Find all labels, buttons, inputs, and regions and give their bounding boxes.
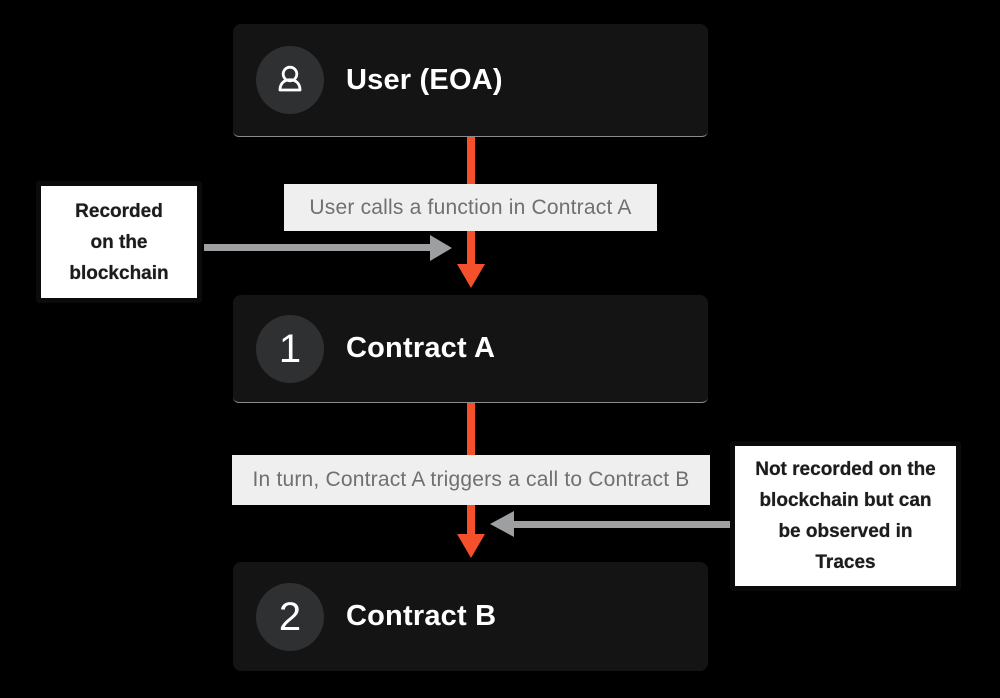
contract-a-node-label: Contract A bbox=[346, 332, 496, 364]
avatar bbox=[256, 46, 324, 114]
annotation-recorded-on-chain: Recorded on the blockchain bbox=[36, 181, 202, 303]
annotation-line: blockchain but can bbox=[759, 490, 932, 511]
edge-label-user-call: User calls a function in Contract A bbox=[284, 184, 657, 231]
step-number: 2 bbox=[278, 594, 302, 639]
arrow-left-icon bbox=[490, 511, 514, 537]
annotation-line: blockchain bbox=[69, 262, 169, 284]
step-number-badge: 1 bbox=[256, 314, 324, 383]
arrow-down-icon bbox=[457, 534, 485, 558]
contract-b-node-label: Contract B bbox=[346, 600, 497, 632]
edge-label-internal-call: In turn, Contract A triggers a call to C… bbox=[232, 455, 710, 505]
user-icon bbox=[271, 61, 309, 99]
annotation-arrow-right bbox=[514, 521, 732, 528]
annotation-line: Recorded bbox=[75, 200, 163, 222]
edge-label-text: In turn, Contract A triggers a call to C… bbox=[252, 468, 690, 491]
annotation-arrow-left bbox=[204, 244, 430, 251]
annotation-line: Not recorded on the bbox=[755, 459, 936, 480]
annotation-line: on the bbox=[90, 231, 148, 253]
contract-b-node: 2 Contract B bbox=[233, 562, 708, 671]
step-number: 1 bbox=[278, 326, 302, 371]
user-node-label: User (EOA) bbox=[346, 63, 503, 96]
annotation-not-recorded-traces: Not recorded on the blockchain but can b… bbox=[730, 441, 961, 591]
user-node: User (EOA) bbox=[233, 24, 708, 137]
edge-label-text: User calls a function in Contract A bbox=[309, 195, 632, 219]
step-number-badge: 2 bbox=[256, 582, 324, 651]
arrow-down-icon bbox=[457, 264, 485, 288]
annotation-line: be observed in bbox=[778, 521, 913, 542]
contract-a-node: 1 Contract A bbox=[233, 295, 708, 403]
arrow-right-icon bbox=[430, 235, 452, 261]
annotation-line: Traces bbox=[815, 552, 876, 573]
